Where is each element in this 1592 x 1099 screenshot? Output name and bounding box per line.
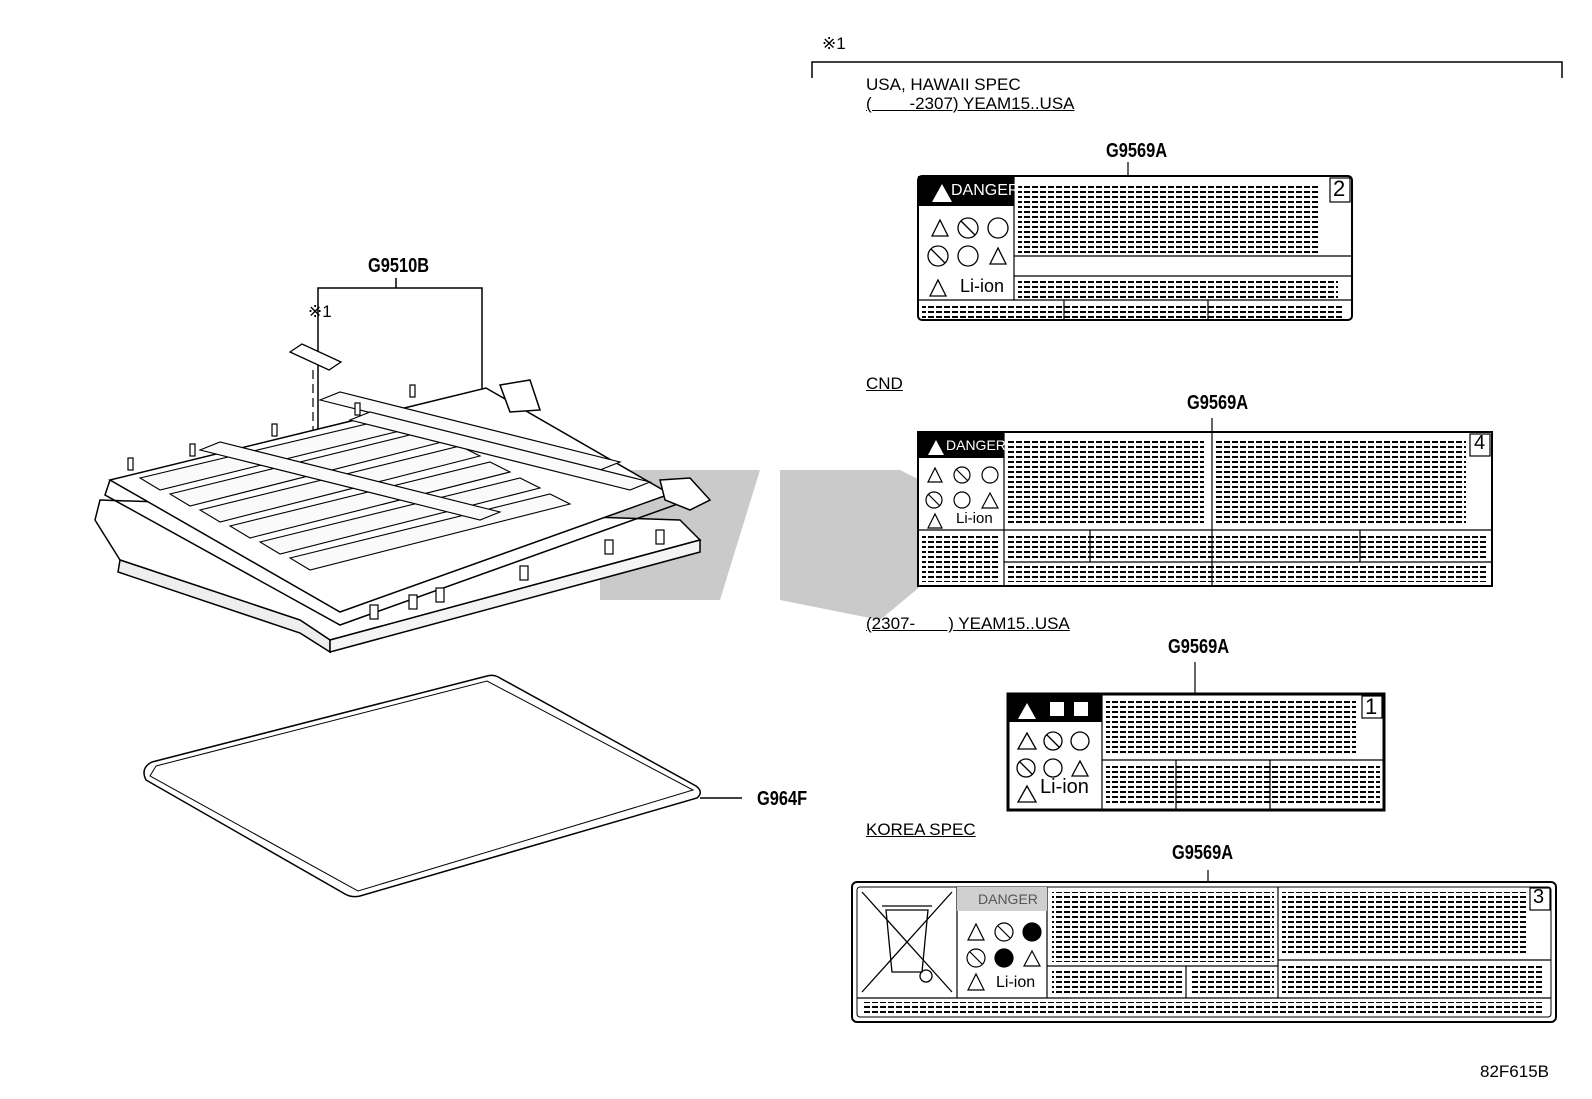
section-1-heading: USA, HAWAII SPEC — [866, 75, 1021, 94]
section-4-heading: KOREA SPEC — [866, 820, 976, 839]
label-diagram-4 — [851, 870, 1557, 1023]
label-diagram-1 — [917, 162, 1353, 321]
section-2-danger-text: DANGER — [946, 437, 1006, 453]
section-1-badge: 2 — [1333, 176, 1346, 201]
section-1-part-code: G9569A — [1106, 140, 1168, 162]
section-1-danger-text: DANGER — [951, 182, 1020, 199]
section-2-badge: 4 — [1474, 432, 1486, 454]
section-3-badge: 1 — [1365, 694, 1378, 719]
section-3-liion-text: Li-ion — [1040, 776, 1089, 798]
section-4-liion-text: Li-ion — [996, 974, 1036, 991]
ref-bracket — [811, 61, 1563, 78]
battery-cover-part-code: G9510B — [368, 255, 430, 277]
ref-mark-right: ※1 — [822, 34, 846, 53]
section-4-part-code: G9569A — [1172, 842, 1234, 864]
section-3-heading: (2307- ) YEAM15..USA — [866, 614, 1070, 633]
ref-mark-left: ※1 — [308, 302, 332, 321]
section-1-liion-text: Li-ion — [960, 276, 1005, 296]
diagram-id: 82F615B — [1480, 1062, 1549, 1081]
label-diagram-2 — [917, 418, 1493, 587]
section-2-liion-text: Li-ion — [956, 510, 993, 527]
section-4-badge: 3 — [1533, 886, 1545, 908]
gasket-drawing — [143, 674, 742, 898]
section-1-subheading: ( -2307) YEAM15..USA — [866, 94, 1075, 113]
battery-cover-drawing — [94, 379, 712, 654]
section-4-danger-text: DANGER — [978, 891, 1038, 907]
section-2-heading: CND — [866, 374, 903, 393]
gasket-part-code: G964F — [757, 788, 808, 810]
section-2-part-code: G9569A — [1187, 392, 1249, 414]
section-3-part-code: G9569A — [1168, 636, 1230, 658]
label-diagram-3 — [1006, 662, 1386, 812]
